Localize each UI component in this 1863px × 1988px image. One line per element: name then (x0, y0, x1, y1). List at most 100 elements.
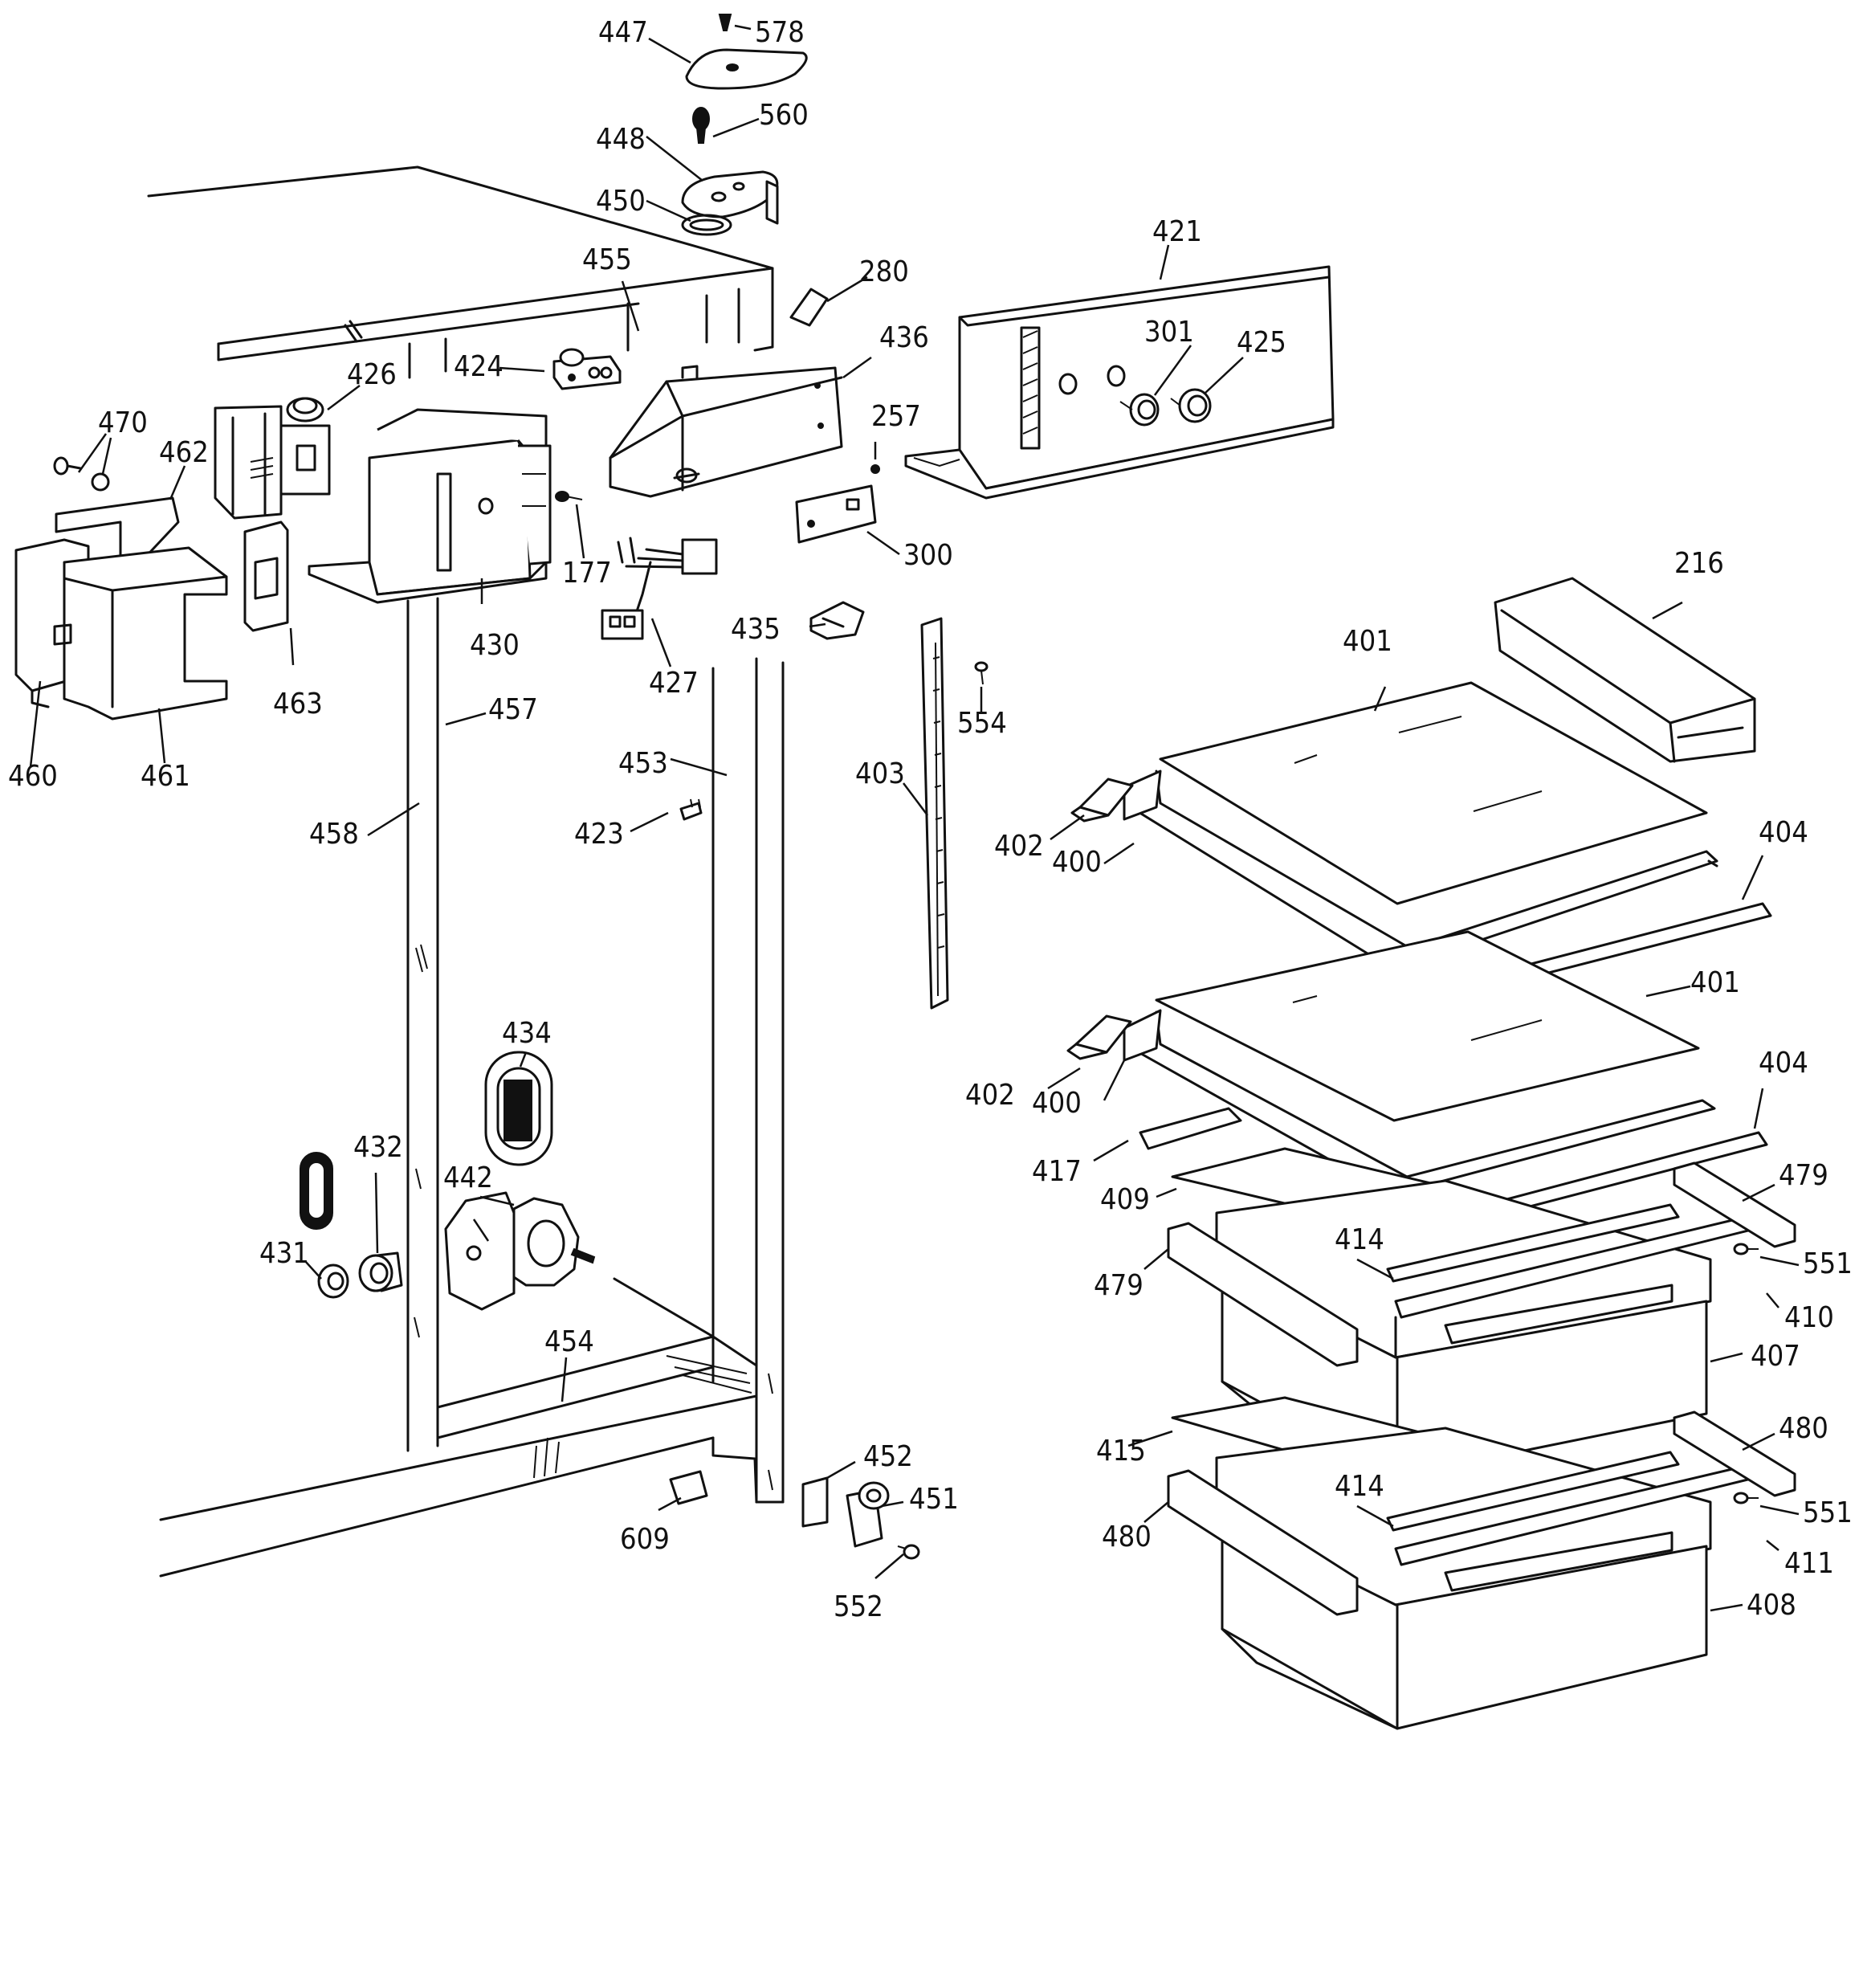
callout-435: 435 (731, 613, 781, 646)
callout-424: 424 (454, 350, 503, 383)
callout-401b: 401 (1690, 966, 1740, 999)
callout-551a: 551 (1803, 1247, 1853, 1280)
callout-452: 452 (863, 1440, 913, 1473)
callout-404a: 404 (1759, 816, 1808, 849)
callout-404b: 404 (1759, 1047, 1808, 1080)
callout-479b: 479 (1094, 1269, 1143, 1302)
callout-425: 425 (1237, 326, 1286, 359)
callout-408: 408 (1747, 1589, 1796, 1622)
screw-177 (555, 491, 583, 502)
part-280 (789, 288, 829, 327)
callout-455: 455 (582, 243, 632, 276)
callout-431: 431 (259, 1237, 309, 1270)
callout-402a: 402 (994, 830, 1044, 863)
callout-414b: 414 (1335, 1470, 1384, 1503)
callout-578: 578 (755, 16, 805, 49)
part-424 (552, 348, 622, 390)
callout-402b: 402 (965, 1079, 1015, 1112)
callout-454: 454 (544, 1325, 594, 1358)
slide-480-right (1673, 1410, 1796, 1497)
callout-447: 447 (598, 16, 648, 49)
callout-301: 301 (1144, 316, 1194, 349)
callout-480b: 480 (1102, 1521, 1152, 1553)
callout-177: 177 (562, 557, 612, 590)
callout-457: 457 (488, 693, 538, 726)
part-432 (358, 1251, 403, 1292)
callout-403: 403 (855, 757, 905, 790)
callout-421: 421 (1152, 215, 1202, 248)
callout-423: 423 (574, 818, 624, 851)
callout-436: 436 (879, 321, 929, 354)
hinge-451 (846, 1481, 890, 1548)
callout-470: 470 (98, 406, 148, 439)
screw-552 (897, 1544, 920, 1560)
light-shield-434 (484, 1051, 553, 1166)
bin-216 (1494, 577, 1756, 763)
plate-452 (801, 1476, 829, 1528)
leader-lines (29, 24, 1800, 1612)
callout-453: 453 (618, 747, 668, 780)
callout-458: 458 (309, 818, 359, 851)
part-426 (214, 397, 331, 520)
callout-300: 300 (903, 539, 953, 572)
callout-552: 552 (834, 1590, 883, 1623)
callout-451: 451 (909, 1483, 959, 1516)
callout-434: 434 (502, 1017, 552, 1050)
part-435 (809, 601, 865, 640)
control-panel-421 (904, 265, 1335, 500)
callout-551b: 551 (1803, 1496, 1853, 1529)
callout-442: 442 (443, 1161, 493, 1194)
clip-463 (243, 520, 289, 632)
callout-432: 432 (353, 1131, 403, 1164)
housing-430 (308, 408, 552, 604)
screw-554 (974, 661, 989, 685)
callout-609: 609 (620, 1523, 670, 1556)
callout-401a: 401 (1343, 625, 1392, 658)
part-417 (1139, 1107, 1242, 1150)
callout-410: 410 (1784, 1301, 1834, 1334)
callout-450: 450 (596, 185, 646, 218)
slide-480-left (1167, 1469, 1359, 1616)
callout-415: 415 (1096, 1435, 1146, 1468)
callout-407: 407 (1751, 1340, 1800, 1373)
housing-460-461 (14, 538, 228, 720)
callout-409: 409 (1100, 1183, 1150, 1216)
callout-480a: 480 (1779, 1412, 1828, 1445)
callout-400b: 400 (1032, 1087, 1082, 1120)
callout-560: 560 (759, 99, 809, 132)
board-300 (795, 484, 877, 544)
slide-479-left (1167, 1222, 1359, 1367)
part-431 (300, 1152, 349, 1299)
light-socket-442 (444, 1191, 596, 1311)
screw-551-upper (1733, 1243, 1759, 1255)
callout-280: 280 (859, 255, 909, 288)
callout-411: 411 (1784, 1547, 1834, 1580)
callout-448: 448 (596, 123, 646, 156)
control-housing-436 (609, 365, 843, 498)
cabinet-frame (147, 165, 785, 1578)
screw-551-lower (1733, 1492, 1759, 1504)
slide-479-right (1673, 1161, 1796, 1248)
part-609 (669, 1470, 708, 1505)
callout-400a: 400 (1052, 846, 1102, 879)
screw-470 (53, 456, 110, 492)
callout-labels: 447 578 560 448 450 455 280 421 424 426 … (8, 16, 1853, 1623)
part-257 (870, 464, 880, 474)
callout-427: 427 (649, 667, 699, 700)
callout-460: 460 (8, 760, 58, 793)
callout-462: 462 (159, 436, 209, 469)
callout-414a: 414 (1335, 1223, 1384, 1256)
callout-554: 554 (957, 707, 1007, 740)
callout-430: 430 (470, 629, 520, 662)
callout-417: 417 (1032, 1155, 1082, 1188)
callout-463: 463 (273, 688, 323, 720)
callout-257: 257 (871, 400, 921, 433)
callout-461: 461 (141, 760, 190, 793)
callout-426: 426 (347, 358, 397, 391)
top-hinge-assembly (681, 14, 808, 236)
callout-479a: 479 (1779, 1159, 1828, 1192)
rail-403 (920, 617, 949, 1010)
upper-shelf-assembly (1070, 681, 1718, 974)
callout-216: 216 (1674, 547, 1724, 580)
